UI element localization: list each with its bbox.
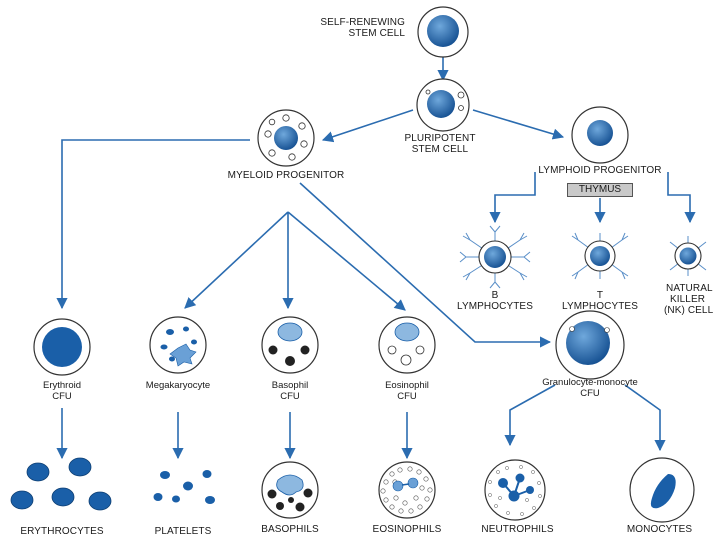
eosinophil-cfu-cell [378,316,436,374]
eosinophils-label: EOSINOPHILS [372,524,442,535]
megakaryocyte-label: Megakaryocyte [145,380,211,391]
b-lymphocytes-label-line2: LYMPHOCYTES [457,301,533,312]
arrow-to-gm-cfu [299,182,552,348]
nk-label-line1: NATURAL [666,283,713,294]
eosinophil-cfu-label-line1: Eosinophil [385,380,429,391]
erythrocytes-label: ERYTHROCYTES [20,526,104,537]
arrow-to-neutrophils [504,384,556,447]
myeloid-progenitor-cell [257,109,315,167]
myeloid-progenitor-label: MYELOID PROGENITOR [227,170,345,181]
pluripotent-label-line1: PLURIPOTENT [404,133,476,144]
basophils-label: BASOPHILS [261,524,319,535]
lymphoid-progenitor-cell [571,106,629,164]
eosinophil-cfu-label-line2: CFU [397,391,417,402]
arrow-to-eosinophil [287,211,406,311]
erythrocytes-cells [10,457,112,511]
lymphoid-progenitor-label: LYMPHOID PROGENITOR [538,165,662,176]
neutrophils-label: NEUTROPHILS [481,524,554,535]
nk-label-line2: KILLER [670,294,706,305]
t-lymphocyte-cell [571,232,629,280]
arrow-to-lymphoid [472,109,565,140]
thymus-box: THYMUS [567,183,633,197]
b-lymphocyte-cell [459,225,531,289]
neutrophils-cell [484,459,546,521]
platelets-label: PLATELETS [154,526,212,537]
stem-cell-label-line2: STEM CELL [348,28,405,39]
arrow-to-b [489,172,536,224]
monocytes-label: MONOCYTES [626,524,693,535]
erythroid-cfu-label-line2: CFU [52,391,72,402]
arrow-to-erythroid [56,139,250,310]
arrow-to-monocytes [624,384,666,452]
basophil-cfu-cell [261,316,319,374]
basophil-cfu-label-line2: CFU [280,391,300,402]
erythroid-cfu-label-line1: Erythroid [42,380,81,391]
b-lymphocytes-label-line1: B [491,290,499,301]
arrow-to-myeloid [321,109,414,143]
pluripotent-stem-cell [416,78,470,132]
eosinophils-cell [378,461,436,519]
stem-cell-label-line1: SELF-RENEWING [320,17,405,28]
pluripotent-label-line2: STEM CELL [411,144,469,155]
megakaryocyte-cell [149,316,207,374]
arrows [56,57,696,460]
erythroid-cfu-cell [33,318,91,376]
basophil-cfu-label-line1: Basophil [271,380,309,391]
t-lymphocytes-label-line2: LYMPHOCYTES [562,301,638,312]
nk-cell [669,236,707,276]
platelets-cells [153,470,215,504]
arrow-to-nk [667,172,696,224]
self-renewing-stem-cell [417,6,469,58]
gm-cfu-label-line2: CFU [580,388,600,399]
granulocyte-monocyte-cfu-cell [555,310,625,380]
arrow-to-megakaryocyte [184,211,289,309]
gm-cfu-label-line1: Granulocyte-monocyte [542,377,638,388]
nk-label-line3: (NK) CELL [664,305,714,316]
monocytes-cell [629,457,695,523]
basophils-cell [261,461,319,519]
t-lymphocytes-label-line1: T [596,290,604,301]
